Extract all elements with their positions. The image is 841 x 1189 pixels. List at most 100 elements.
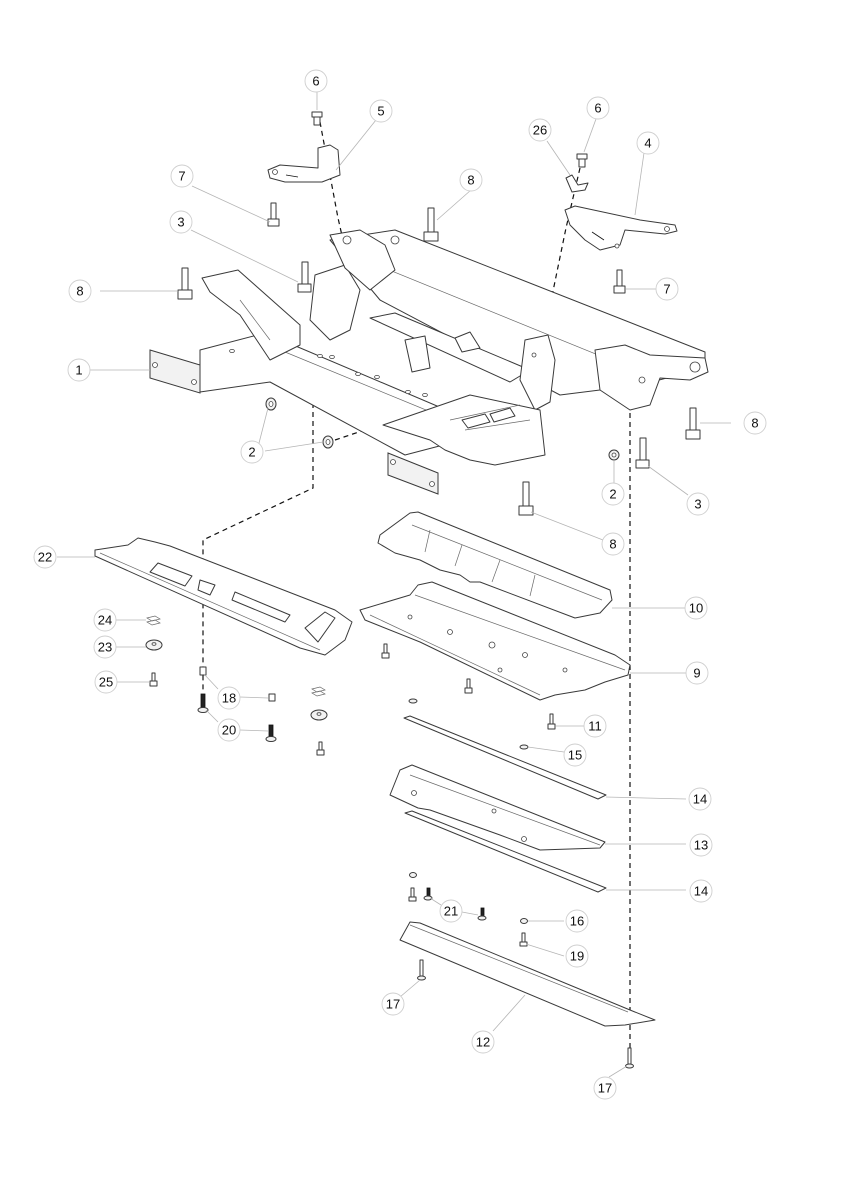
- callout-8[interactable]: 8: [68, 279, 92, 303]
- callout-16[interactable]: 16: [565, 909, 589, 933]
- svg-text:7: 7: [178, 169, 185, 184]
- bolt-icon: [518, 481, 534, 516]
- svg-text:15: 15: [568, 748, 582, 763]
- nut-icon: [322, 435, 334, 449]
- callout-26[interactable]: 26: [528, 118, 552, 142]
- callout-8[interactable]: 8: [459, 168, 483, 192]
- screw-icon: [197, 693, 209, 713]
- svg-text:8: 8: [76, 284, 83, 299]
- callout-22[interactable]: 22: [33, 545, 57, 569]
- stud-icon: [477, 907, 487, 921]
- deflector: [399, 921, 656, 1027]
- svg-text:4: 4: [644, 136, 651, 151]
- grommet-icon: [145, 639, 163, 651]
- nut-icon: [608, 449, 620, 461]
- callout-25[interactable]: 25: [94, 670, 118, 694]
- svg-text:22: 22: [38, 550, 52, 565]
- callout-1[interactable]: 1: [67, 358, 91, 382]
- strip-upper: [403, 715, 607, 800]
- bolt-icon: [149, 672, 158, 687]
- right-end-plate: [387, 452, 439, 495]
- callout-14[interactable]: 14: [689, 879, 713, 903]
- svg-text:6: 6: [312, 74, 319, 89]
- callout-19[interactable]: 19: [565, 944, 589, 968]
- svg-text:16: 16: [570, 914, 584, 929]
- fasteners: [177, 111, 701, 516]
- callout-2[interactable]: 2: [240, 440, 264, 464]
- assembly-line-left-vertical: [202, 385, 314, 690]
- lower-plate: [359, 581, 631, 701]
- bolt-icon: [177, 267, 193, 300]
- svg-text:20: 20: [222, 723, 236, 738]
- bolt-icon: [381, 643, 390, 659]
- bolt-icon: [613, 269, 626, 294]
- svg-text:5: 5: [377, 104, 384, 119]
- svg-text:2: 2: [609, 487, 616, 502]
- callout-9[interactable]: 9: [685, 661, 709, 685]
- small-parts-left: [145, 615, 556, 756]
- shield: [389, 764, 606, 851]
- upper-cover: [377, 511, 613, 619]
- callout-18[interactable]: 18: [217, 686, 241, 710]
- svg-text:8: 8: [467, 173, 474, 188]
- callout-17[interactable]: 17: [593, 1076, 617, 1100]
- washer-icon: [408, 698, 418, 704]
- bolt-icon: [311, 111, 323, 126]
- clip-26: [565, 174, 589, 193]
- callout-14[interactable]: 14: [688, 787, 712, 811]
- side-shield: [94, 537, 353, 656]
- spacer-icon: [268, 693, 276, 702]
- clip-icon: [146, 615, 161, 626]
- callout-8[interactable]: 8: [601, 532, 625, 556]
- callout-2[interactable]: 2: [601, 482, 625, 506]
- svg-text:2: 2: [248, 445, 255, 460]
- callout-13[interactable]: 13: [689, 833, 713, 857]
- callout-6[interactable]: 6: [304, 69, 328, 93]
- svg-text:25: 25: [99, 675, 113, 690]
- callout-20[interactable]: 20: [217, 718, 241, 742]
- callout-5[interactable]: 5: [369, 99, 393, 123]
- svg-text:12: 12: [476, 1035, 490, 1050]
- callout-10[interactable]: 10: [684, 596, 708, 620]
- svg-text:24: 24: [98, 613, 112, 628]
- callout-21[interactable]: 21: [439, 899, 463, 923]
- bolt-icon: [316, 741, 325, 756]
- svg-text:21: 21: [444, 904, 458, 919]
- svg-text:7: 7: [663, 282, 670, 297]
- svg-text:14: 14: [693, 792, 707, 807]
- svg-text:6: 6: [594, 101, 601, 116]
- svg-text:1: 1: [75, 363, 82, 378]
- callout-11[interactable]: 11: [583, 714, 607, 738]
- bolt-icon: [267, 202, 280, 227]
- beam-holes: [229, 348, 428, 397]
- callout-6[interactable]: 6: [586, 96, 610, 120]
- callout-23[interactable]: 23: [93, 635, 117, 659]
- bracket-right: [564, 205, 678, 251]
- bolt-icon: [685, 407, 701, 440]
- callout-12[interactable]: 12: [471, 1030, 495, 1054]
- svg-text:8: 8: [751, 416, 758, 431]
- nut-icon: [265, 397, 277, 411]
- left-end-plate: [149, 349, 201, 394]
- callout-24[interactable]: 24: [93, 608, 117, 632]
- svg-text:17: 17: [598, 1081, 612, 1096]
- stud-icon: [423, 887, 433, 901]
- nut-icon: [520, 918, 528, 924]
- bolt-icon: [297, 261, 312, 293]
- callout-4[interactable]: 4: [636, 131, 660, 155]
- callout-7[interactable]: 7: [170, 164, 194, 188]
- screw-icon: [625, 1047, 634, 1069]
- callout-7[interactable]: 7: [655, 277, 679, 301]
- leader-lines: [57, 92, 731, 1078]
- callout-3[interactable]: 3: [686, 492, 710, 516]
- svg-text:14: 14: [694, 884, 708, 899]
- callout-8[interactable]: 8: [743, 411, 767, 435]
- callout-15[interactable]: 15: [563, 743, 587, 767]
- svg-text:3: 3: [177, 215, 184, 230]
- svg-text:19: 19: [570, 949, 584, 964]
- spacer-icon: [199, 666, 207, 676]
- callout-17[interactable]: 17: [381, 992, 405, 1016]
- bolt-icon: [519, 932, 528, 947]
- callout-3[interactable]: 3: [169, 210, 193, 234]
